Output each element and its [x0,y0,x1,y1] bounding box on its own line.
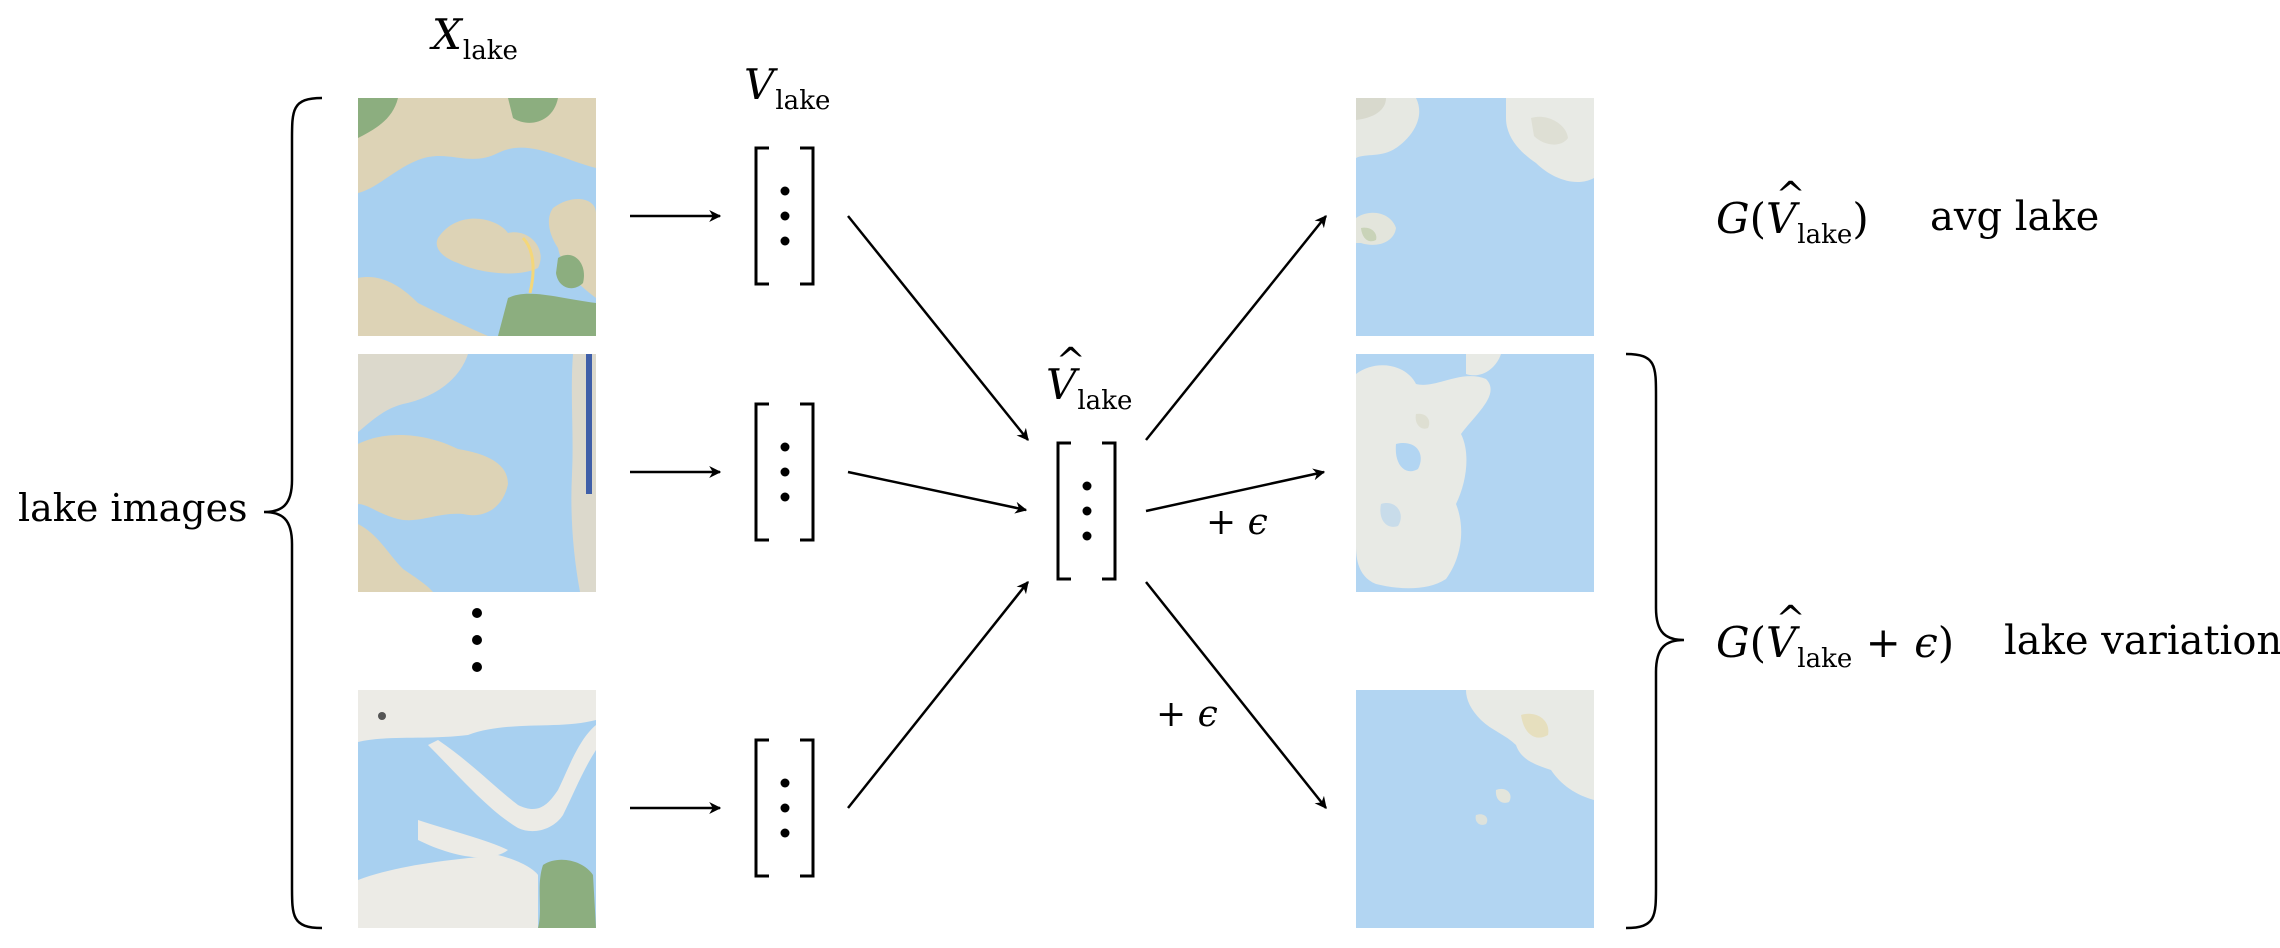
g-avg-label: G(Vlake) [1716,175,1869,249]
avg-lake-label: avg lake [1930,194,2100,240]
plus-epsilon-label-1: + ϵ [1206,502,1268,543]
arrow-to-gen-avg [1145,215,1327,441]
vector-1 [754,146,815,286]
vector-3 [754,738,815,878]
input-lake-tile-1 [358,98,596,336]
right-brace [1625,352,1685,930]
generated-variation-tile-1 [1356,354,1594,592]
arrow-to-avg-3 [847,581,1029,809]
left-brace [263,96,323,930]
x-lake-label: Xlake [432,10,518,66]
vector-2 [754,402,815,542]
plus-epsilon-label-2: + ϵ [1156,694,1218,735]
lake-variations-label: lake variations [2004,618,2280,664]
arrow-to-gen-var-1 [1145,468,1326,513]
arrow-to-gen-var-2 [1145,581,1327,809]
input-lake-tile-3 [358,690,596,928]
arrow-to-avg-1 [847,215,1029,441]
vertical-ellipsis [472,608,482,672]
input-lake-tile-2 [358,354,596,592]
generated-avg-lake-tile [1356,98,1594,336]
v-hat-lake-label: Vlake [1046,341,1132,415]
avg-vector [1056,441,1117,581]
g-variation-label: G(Vlake + ϵ) [1716,599,1954,673]
v-lake-label: Vlake [744,60,831,116]
arrow-to-avg-2 [847,470,1028,514]
generated-variation-tile-2 [1356,690,1594,928]
lake-images-label: lake images [18,486,248,530]
